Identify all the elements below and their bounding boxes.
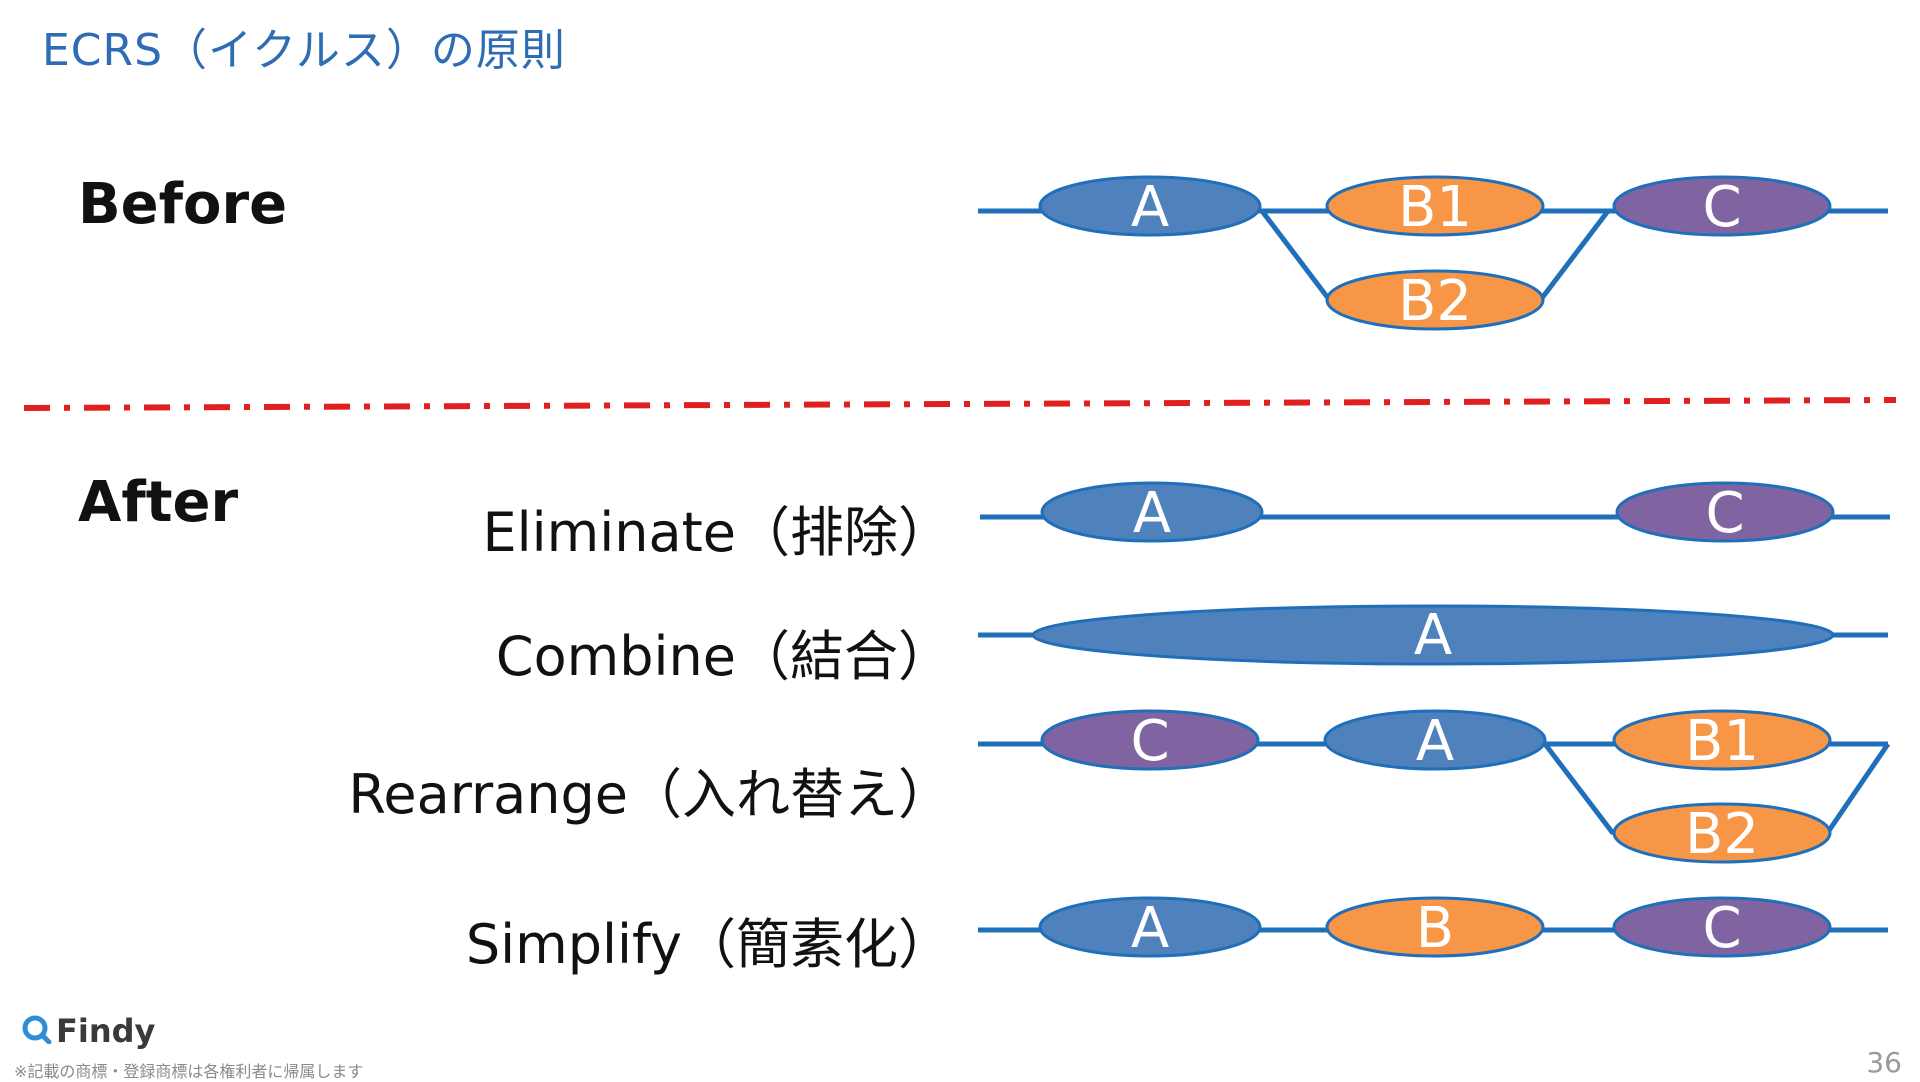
before-node-b1 (1325, 175, 1545, 237)
rearrange-node-a (1323, 709, 1547, 771)
before-node-c-label: C (1702, 175, 1741, 240)
rearrange-node-c-label: C (1130, 709, 1169, 774)
before-node-b2 (1325, 269, 1545, 331)
rearrange-node-b2 (1612, 802, 1832, 864)
eliminate-flow: A C (980, 481, 1890, 546)
eliminate-node-a-label: A (1133, 481, 1171, 546)
before-label: Before (78, 172, 288, 237)
rearrange-label: Rearrange（入れ替え） (348, 763, 952, 826)
before-node-b1-label: B1 (1398, 175, 1472, 240)
simplify-node-a-label: A (1131, 896, 1169, 961)
rearrange-flow: C A B1 B2 (978, 709, 1891, 867)
simplify-label: Simplify（簡素化） (465, 913, 952, 976)
simplify-node-c-label: C (1702, 896, 1741, 961)
after-label: After (78, 470, 239, 535)
eliminate-node-a (1040, 481, 1264, 543)
rearrange-node-b1-label: B1 (1685, 709, 1759, 774)
combine-node-a (1031, 604, 1835, 666)
before-node-a-label: A (1131, 175, 1169, 240)
eliminate-node-c (1615, 481, 1835, 543)
rearrange-node-b2-label: B2 (1685, 802, 1759, 867)
combine-node-a-label: A (1414, 603, 1452, 668)
findy-logo-text: Findy (56, 1012, 156, 1050)
simplify-node-b (1325, 896, 1545, 958)
simplify-node-b-label: B (1416, 896, 1454, 961)
before-node-b2-label: B2 (1398, 269, 1472, 334)
before-after-divider (23, 397, 1897, 411)
rearrange-node-a-label: A (1416, 709, 1454, 774)
simplify-flow: A B C (978, 896, 1888, 961)
eliminate-label: Eliminate（排除） (482, 501, 952, 564)
combine-flow: A (978, 603, 1888, 668)
findy-logo-icon (22, 1014, 52, 1048)
findy-logo: Findy (22, 1012, 155, 1050)
trademark-footnote: ※記載の商標・登録商標は各権利者に帰属します (14, 1062, 364, 1081)
before-node-c (1612, 175, 1832, 237)
slide-title: ECRS（イクルス）の原則 (42, 25, 566, 76)
eliminate-node-c-label: C (1705, 481, 1744, 546)
before-node-a (1038, 175, 1262, 237)
combine-label: Combine（結合） (495, 625, 952, 688)
page-number: 36 (1866, 1046, 1902, 1079)
simplify-node-a (1038, 896, 1262, 958)
rearrange-node-c (1040, 709, 1260, 771)
rearrange-node-b1 (1612, 709, 1832, 771)
simplify-node-c (1612, 896, 1832, 958)
before-flow: A B1 B2 C (978, 175, 1888, 334)
